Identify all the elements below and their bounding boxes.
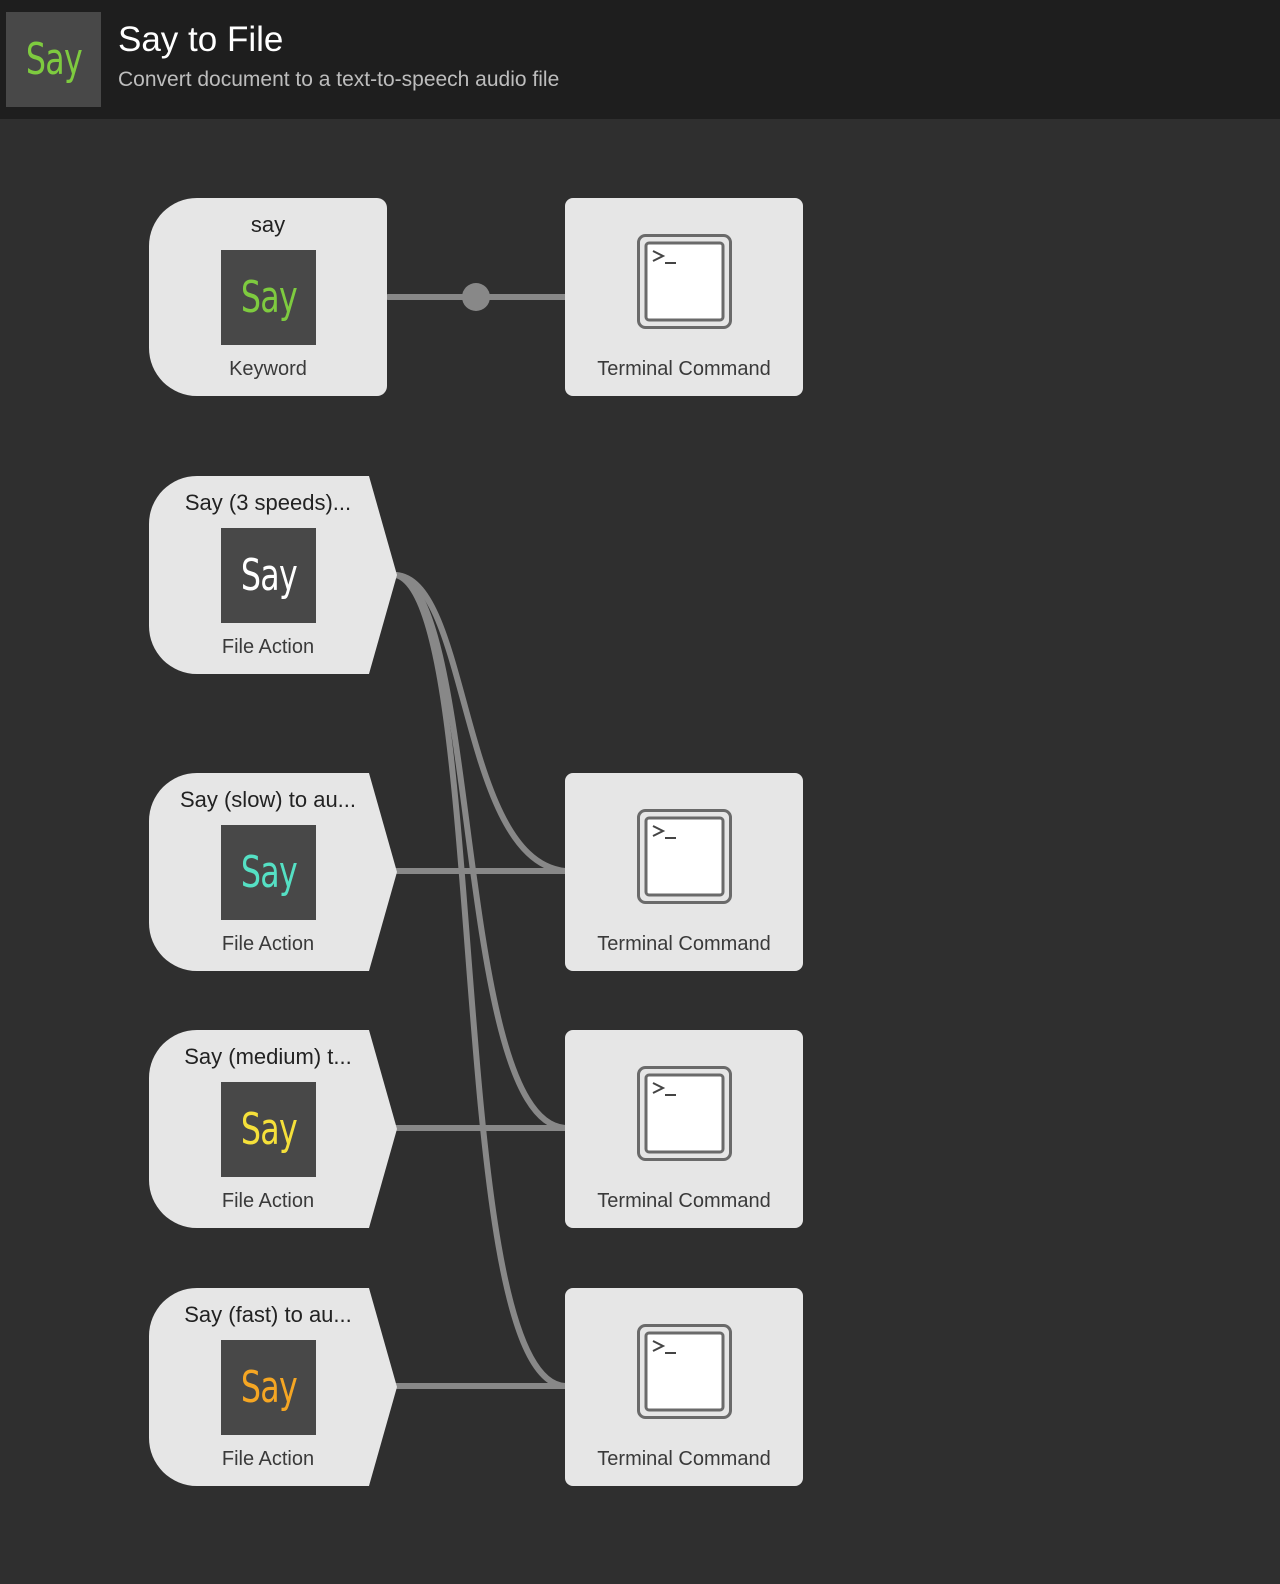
terminal-icon [637,234,732,329]
say-icon: Say [221,825,316,920]
say-icon: Say [221,1340,316,1435]
file-action-node-medium[interactable]: Say (medium) t... Say File Action [149,1030,397,1228]
node-type-label: Terminal Command [597,358,771,380]
connection-handle[interactable] [462,283,490,311]
terminal-command-node-1[interactable]: Terminal Command [565,198,803,396]
connection-3speeds-to-terminal-4[interactable] [393,572,568,1389]
workflow-subtitle: Convert document to a text-to-speech aud… [118,68,560,91]
node-title: Say (fast) to au... [184,1302,352,1327]
say-glyph: Say [240,846,297,898]
node-type-label: File Action [221,933,315,955]
file-action-node-slow[interactable]: Say (slow) to au... Say File Action [149,773,397,971]
terminal-command-node-2[interactable]: Terminal Command [565,773,803,971]
say-icon: Say [221,250,316,345]
say-logo-icon: Say [25,33,82,85]
keyword-node[interactable]: say Say Keyword [149,198,387,396]
file-action-node-fast[interactable]: Say (fast) to au... Say File Action [149,1288,397,1486]
node-type-label: File Action [221,636,315,658]
node-title: Say (medium) t... [184,1044,352,1069]
node-title: say [250,212,286,237]
terminal-command-node-4[interactable]: Terminal Command [565,1288,803,1486]
terminal-icon [637,1324,732,1419]
workflow-header: Say Say to File Convert document to a te… [0,0,1280,119]
say-glyph: Say [240,1361,297,1413]
say-glyph: Say [240,549,297,601]
say-icon: Say [221,528,316,623]
node-title: Say (slow) to au... [179,787,357,812]
node-type-label: Terminal Command [597,1190,771,1212]
file-action-node-3-speeds[interactable]: Say (3 speeds)... Say File Action [149,476,397,674]
terminal-icon [637,809,732,904]
terminal-icon [637,1066,732,1161]
terminal-command-node-3[interactable]: Terminal Command [565,1030,803,1228]
node-type-label: Keyword [229,358,307,380]
connection-3speeds-to-terminal-2[interactable] [393,572,568,874]
say-icon: Say [221,1082,316,1177]
say-glyph: Say [240,1103,297,1155]
node-title: Say (3 speeds)... [184,490,352,515]
node-type-label: Terminal Command [597,1448,771,1470]
connection-3speeds-to-terminal-3[interactable] [393,572,568,1131]
node-type-label: File Action [221,1448,315,1470]
say-glyph: Say [240,271,297,323]
workflow-icon: Say [6,12,101,107]
node-type-label: File Action [221,1190,315,1212]
node-type-label: Terminal Command [597,933,771,955]
workflow-title: Say to File [118,20,284,59]
